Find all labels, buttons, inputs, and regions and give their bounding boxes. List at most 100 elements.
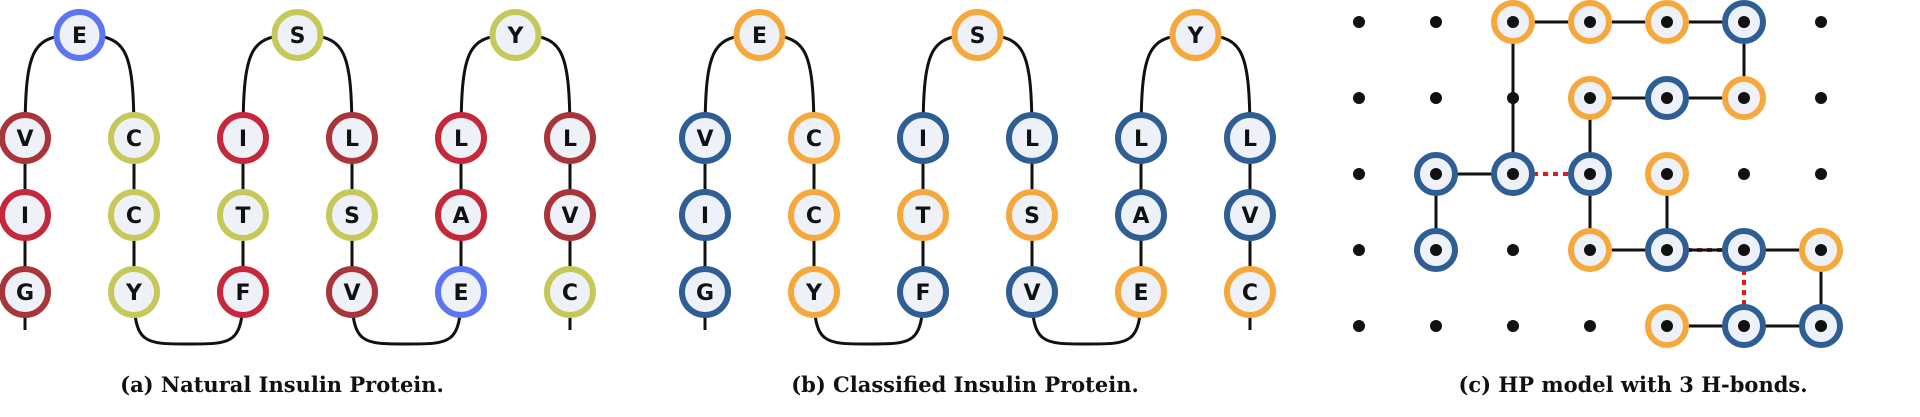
panel-a-residue-node: I [217,112,269,164]
panel-c-lattice-dot [1738,168,1750,180]
panel-c-lattice-dot [1353,92,1365,104]
panel-b-residue-ring [1115,189,1167,241]
panel-b-residue-ring [1115,266,1167,318]
panel-c-residue-core [1584,92,1596,104]
panel-c-residue-node [1568,76,1612,120]
panel-b-residue-ring [897,112,949,164]
panel-a-residue-node: L [544,112,596,164]
panel-a-residue-node: A [435,189,487,241]
panel-a-residue-letter: L [563,127,577,152]
panel-a-residue-letter: A [452,204,469,229]
panel-b-residue-node: V [679,112,731,164]
panel-c-residue-node [1568,228,1612,272]
panel-a-residue-letter: V [561,204,578,229]
panel-c-residue-node [1722,228,1766,272]
panel-b-residue-letter: G [696,281,714,306]
panel-a-residue-node: T [217,189,269,241]
panel-c-residue-core [1507,16,1519,28]
panel-b-bottom-arc [1030,291,1143,346]
panel-c-lattice-dot [1430,92,1442,104]
panel-a-residue-ring [326,112,378,164]
panel-b-residue-ring [1169,9,1222,61]
panel-b-residue-node: C [1224,266,1276,318]
panel-c-residue-node [1799,228,1843,272]
panel-b-residue-ring [1006,189,1058,241]
panel-a-residue-letter: L [454,127,468,152]
panel-b-residue-ring [788,189,840,241]
panel-c-lattice-dot [1353,168,1365,180]
panel-c-residue-core [1815,320,1827,332]
panel-c-residue-node [1414,152,1458,196]
panel-b-residue-node: C [788,112,840,164]
panel-b-residue-node: E [1115,266,1167,318]
panel-c-residue-node [1645,0,1689,44]
panel-c-residue-core [1661,168,1673,180]
panel-b-residue-letter: I [701,204,709,229]
panel-a-residue-node: V [0,112,51,164]
panel-b-bottom-arc [812,291,925,346]
panel-a-residue-ring [217,266,269,318]
panel-c-residue-core [1661,244,1673,256]
panel-c-residue-node [1645,152,1689,196]
panel-a-residue-node: E [53,9,106,61]
panel-c-residue-node [1491,0,1535,44]
panel-b-residue-letter: S [970,24,986,49]
panel-a-residue-ring [217,112,269,164]
panel-b-residue-letter: F [915,281,930,306]
panel-c-residue-node [1722,0,1766,44]
panel-b-residue-letter: V [1023,281,1040,306]
panel-a-residue-node: S [326,189,378,241]
panel-a-residue-ring [544,189,596,241]
panel-b-residue-letter: V [1241,204,1258,229]
panel-a-residue-node: Y [489,9,542,61]
caption-classified-insulin: (b) Classified Insulin Protein. [791,372,1139,397]
panel-b-residue-node: I [897,112,949,164]
panel-a-residue-letter: I [21,204,29,229]
panel-b-residue-node: G [679,266,731,318]
panel-b-residue-node: Y [788,266,840,318]
panel-a-residue-letter: Y [125,281,143,306]
panel-c-lattice-dot [1815,92,1827,104]
panel-c-residue-core [1738,92,1750,104]
panel-a-residue-letter: C [126,204,142,229]
panel-a-residue-ring [108,112,160,164]
panel-a-residue-letter: C [562,281,578,306]
panel-a-residue-node: S [271,9,324,61]
panel-a-residue-ring [544,112,596,164]
panel-a-residue-node: V [544,189,596,241]
panel-a-residue-node: L [326,112,378,164]
panel-a-residue-letter: Y [507,24,525,49]
panel-c-residue-core [1430,244,1442,256]
panel-a-residue-letter: I [239,127,247,152]
panel-a-residue-node: F [217,266,269,318]
panel-b-residue-ring [951,9,1004,61]
panel-b-residue-ring [1224,189,1276,241]
panel-b-residue-ring [1115,112,1167,164]
panel-b-residue-letter: T [915,204,930,229]
panel-c-residue-node [1568,0,1612,44]
panel-c-residue-node [1645,228,1689,272]
panel-c-lattice-dot [1815,168,1827,180]
panel-b-residue-ring [1224,112,1276,164]
panel-b-residue-node: T [897,189,949,241]
panel-a-residue-ring [489,9,542,61]
panel-b-residue-letter: L [1243,127,1257,152]
panel-c-lattice-dot [1353,16,1365,28]
panel-b-residue-ring [679,266,731,318]
panel-b-residue-ring [733,9,786,61]
panel-a-residue-node: G [0,266,51,318]
panel-a-residue-letter: F [235,281,250,306]
panel-a-residue-node: E [435,266,487,318]
panel-b-residue-ring [897,266,949,318]
panel-b-residue-node: L [1224,112,1276,164]
panel-c-residue-core [1584,16,1596,28]
panel-b-residue-ring [1006,112,1058,164]
panel-b-residue-node: C [788,189,840,241]
panel-c-residue-node [1799,304,1843,348]
panel-a-residue-ring [435,189,487,241]
panel-a-residue-letter: S [290,24,306,49]
panel-a-residue-node: C [544,266,596,318]
caption-natural-insulin: (a) Natural Insulin Protein. [120,372,444,397]
